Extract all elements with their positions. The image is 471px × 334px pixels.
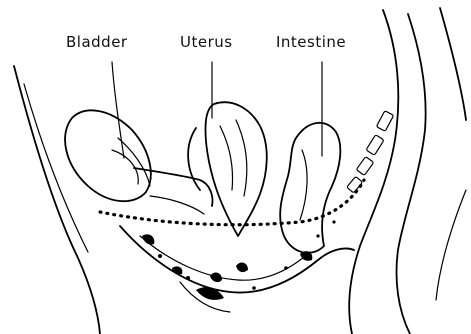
label-intestine: Intestine	[276, 35, 346, 50]
pelvic-floor-inner	[140, 236, 310, 280]
fallopian-loop	[188, 128, 200, 190]
body-contour-left-inner	[24, 84, 88, 252]
bladder-pointer-line	[112, 62, 124, 158]
tissue-shading	[142, 220, 336, 300]
sacrum-segments	[347, 111, 394, 193]
intestine	[280, 123, 340, 253]
outer-back-contour	[440, 8, 466, 120]
bladder	[65, 110, 151, 201]
spine-contour	[397, 14, 426, 334]
lower-back-contour	[436, 190, 466, 300]
vaginal-canal-lower	[150, 196, 204, 214]
label-uterus: Uterus	[180, 35, 233, 50]
label-bladder: Bladder	[66, 35, 128, 50]
body-contour-right	[349, 10, 398, 334]
uterus	[205, 102, 266, 236]
body-contour-left	[14, 66, 100, 334]
